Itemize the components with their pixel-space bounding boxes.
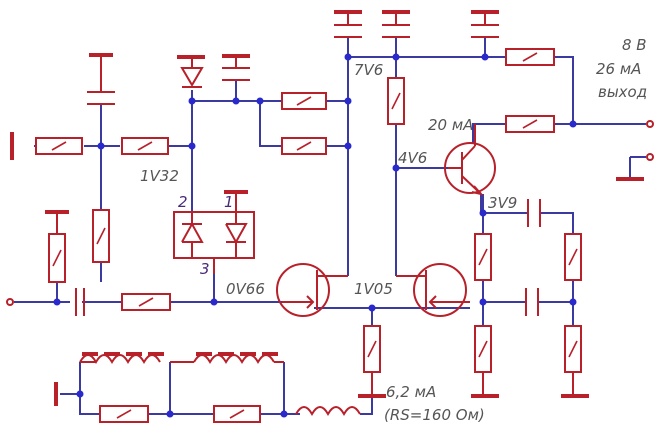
ground-symbols	[10, 10, 644, 406]
resistor-r16	[474, 325, 492, 373]
terminals	[6, 120, 654, 306]
node-4v6-label: 4V6	[398, 149, 427, 167]
diode-d1	[180, 57, 204, 88]
resistor-r3	[281, 92, 327, 110]
resistor-r14	[564, 233, 582, 281]
capacitor-c2	[222, 56, 250, 81]
capacitor-c5	[471, 12, 499, 38]
output-ground-terminal	[646, 153, 654, 161]
capacitor-c8	[525, 288, 539, 316]
opto-pin-3-label: 3	[200, 260, 210, 278]
output-name-label: выход	[598, 83, 647, 101]
q1-current-label: 20 мА	[428, 116, 473, 134]
resistor-r5	[121, 293, 171, 311]
capacitor-c3	[334, 12, 362, 38]
fet-q3	[396, 263, 470, 317]
capacitor-c4	[382, 12, 410, 38]
optocoupler	[173, 192, 255, 274]
resistor-r7	[505, 115, 555, 133]
resistor-r11	[92, 209, 110, 263]
chokes	[79, 352, 361, 417]
capacitors	[75, 12, 541, 316]
resistor-r6	[505, 48, 555, 66]
resistor-r12	[387, 77, 405, 125]
output-current-label: 26 мА	[596, 60, 641, 78]
output-terminal	[646, 120, 654, 128]
resistors	[35, 48, 582, 423]
bias-current-label: 6,2 мА	[386, 383, 436, 401]
node-1v05-label: 1V05	[354, 280, 393, 298]
capacitor-c1	[87, 55, 115, 105]
bjt-q1	[444, 124, 496, 196]
resistor-r10	[48, 233, 66, 283]
resistor-r8	[99, 405, 149, 423]
resistor-r13	[474, 233, 492, 281]
resistor-r15	[363, 325, 381, 373]
resistor-r4	[281, 137, 327, 155]
opto-pin-1-label: 1	[224, 193, 234, 211]
output-voltage-label: 8 В	[622, 36, 647, 54]
resistor-r17	[564, 325, 582, 373]
opto-pin-2-label: 2	[178, 193, 188, 211]
capacitor-c7	[527, 199, 541, 227]
node-3v9-label: 3V9	[488, 194, 517, 212]
rs-label: (RS=160 Ом)	[384, 406, 485, 424]
resistor-r2	[121, 137, 169, 155]
node-1v32-label: 1V32	[140, 167, 179, 185]
resistor-r1	[35, 137, 83, 155]
labels: 8 В 26 мА выход 7V6 1V32 20 мА 4V6 3V9 0…	[140, 36, 647, 424]
junction-dots	[53, 53, 577, 418]
node-0v66-label: 0V66	[226, 280, 265, 298]
capacitor-c6	[75, 288, 85, 316]
resistor-r9	[213, 405, 261, 423]
node-7v6-label: 7V6	[354, 61, 383, 79]
input-terminal	[6, 298, 14, 306]
fet-q2	[276, 263, 348, 317]
